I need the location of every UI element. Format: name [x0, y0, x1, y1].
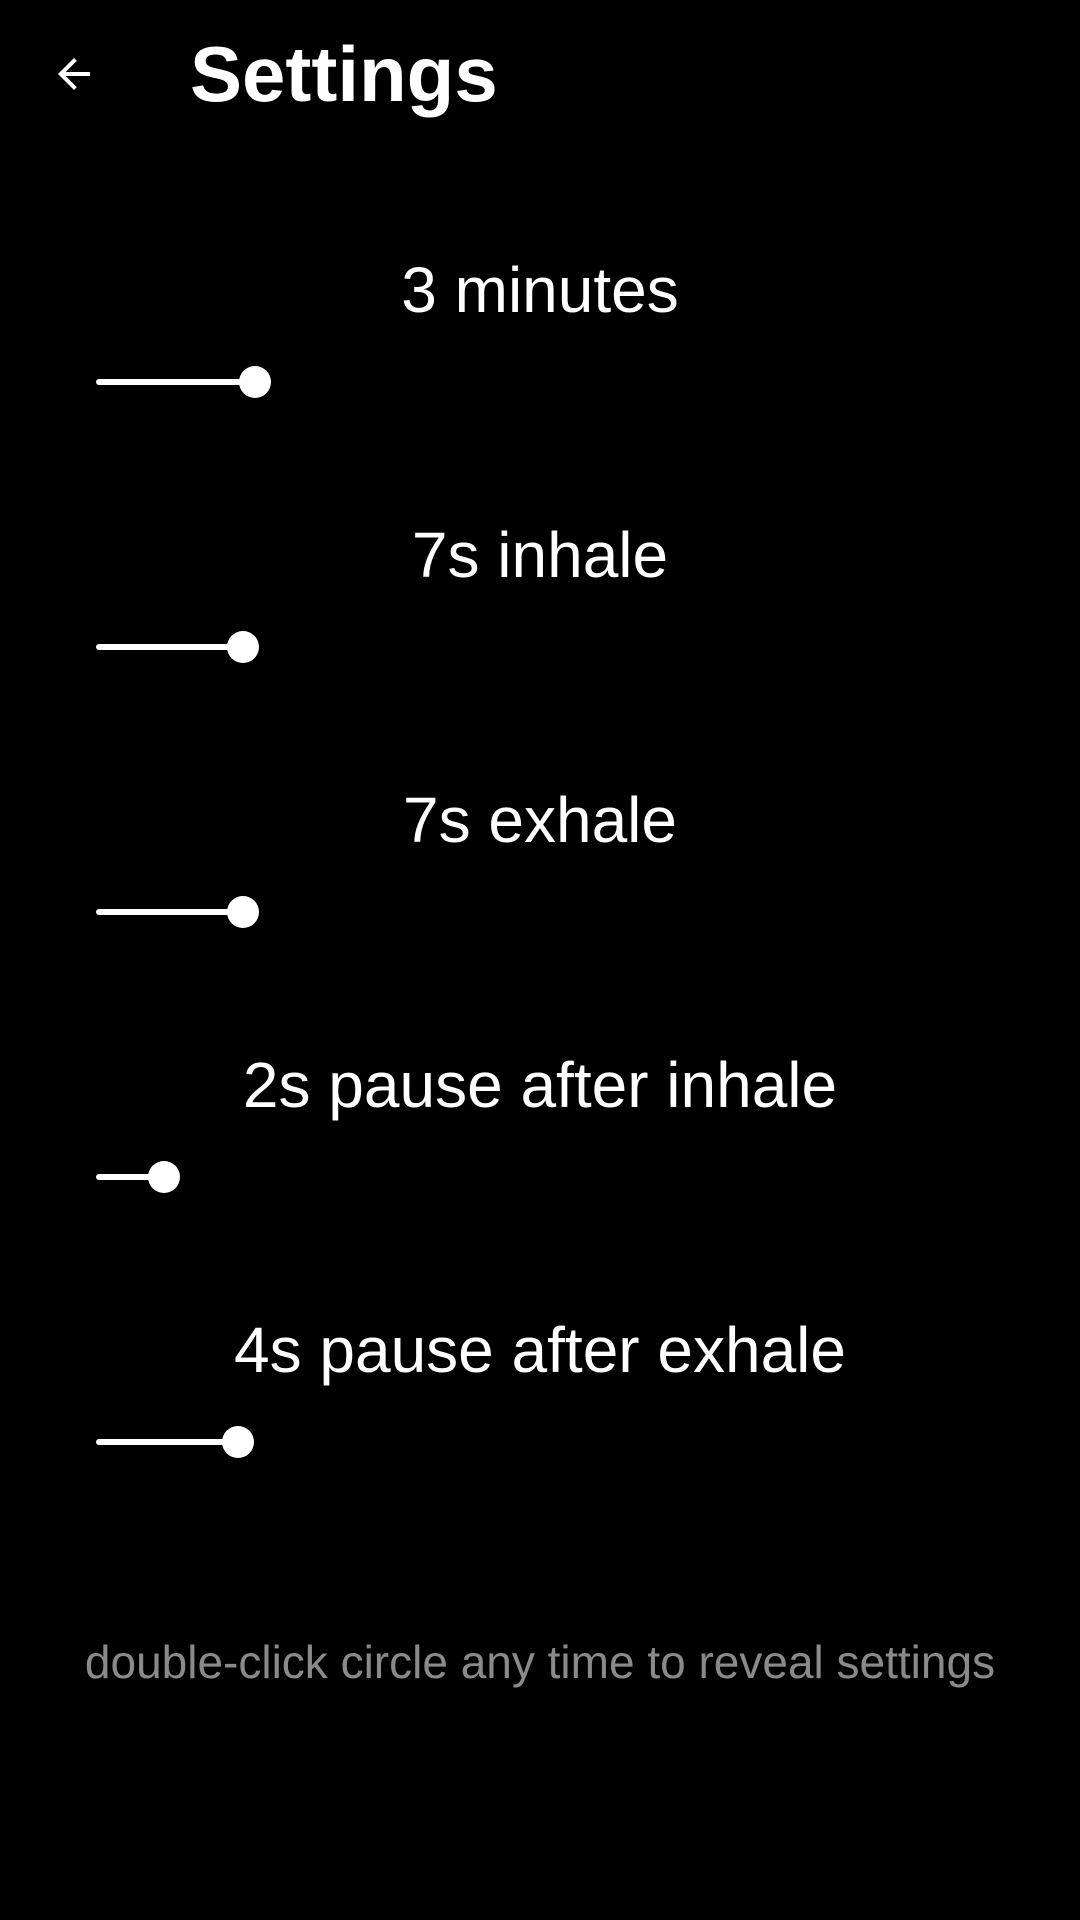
- setting-inhale: 7s inhale: [0, 515, 1080, 780]
- setting-pause-after-exhale: 4s pause after exhale: [0, 1310, 1080, 1575]
- pause-after-inhale-label: 2s pause after inhale: [242, 1049, 838, 1121]
- arrow-left-icon: [58, 58, 90, 90]
- slider-track: [96, 1175, 984, 1179]
- setting-duration: 3 minutes: [0, 250, 1080, 515]
- setting-pause-after-inhale: 2s pause after inhale: [0, 1045, 1080, 1310]
- slider-fill: [96, 379, 255, 385]
- slider-thumb[interactable]: [148, 1161, 181, 1193]
- app-bar: Settings: [0, 0, 1080, 150]
- duration-slider[interactable]: [80, 350, 1000, 414]
- page-title: Settings: [190, 30, 498, 118]
- slider-thumb[interactable]: [227, 896, 260, 928]
- setting-exhale: 7s exhale: [0, 780, 1080, 1045]
- slider-thumb[interactable]: [238, 366, 271, 398]
- inhale-label: 7s inhale: [411, 519, 669, 591]
- slider-thumb[interactable]: [222, 1426, 255, 1458]
- slider-fill: [96, 644, 244, 650]
- slider-fill: [96, 1174, 165, 1180]
- exhale-label: 7s exhale: [403, 784, 677, 856]
- pause-after-exhale-slider[interactable]: [80, 1410, 1000, 1474]
- pause-after-exhale-label: 4s pause after exhale: [234, 1314, 846, 1386]
- back-button[interactable]: [34, 34, 114, 114]
- exhale-slider[interactable]: [80, 880, 1000, 944]
- duration-label: 3 minutes: [401, 254, 679, 326]
- slider-thumb[interactable]: [227, 631, 260, 663]
- slider-fill: [96, 909, 244, 915]
- settings-hint: double-click circle any time to reveal s…: [84, 1636, 996, 1688]
- pause-after-inhale-slider[interactable]: [80, 1145, 1000, 1209]
- slider-fill: [96, 1439, 239, 1445]
- inhale-slider[interactable]: [80, 615, 1000, 679]
